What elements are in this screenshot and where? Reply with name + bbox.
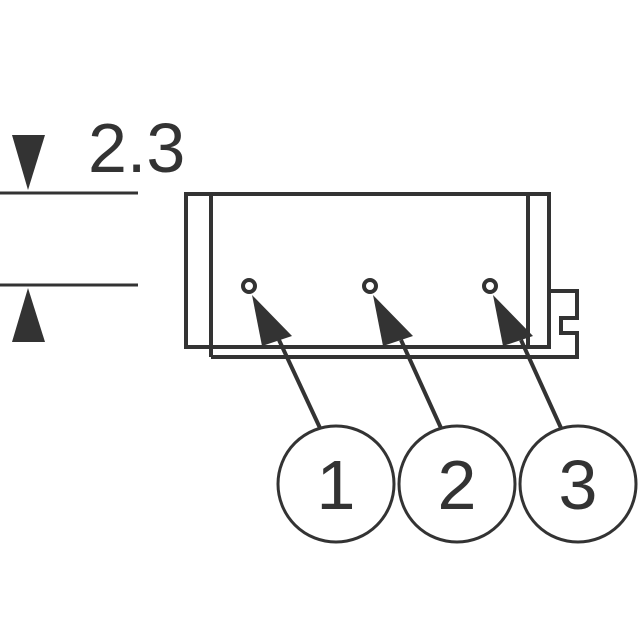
pin-arrow-3-icon	[493, 295, 533, 346]
leader-line-2	[399, 339, 443, 429]
pin-label-1: 1	[317, 446, 356, 524]
callout-circle-3	[518, 424, 638, 544]
leader-line-3	[519, 339, 563, 429]
pin-hole-3	[482, 278, 498, 294]
pin-label-3: 3	[559, 446, 598, 524]
pin-arrow-1-icon	[252, 295, 292, 346]
dimension-arrow-down-icon	[12, 135, 45, 190]
pin-hole-1	[241, 278, 257, 294]
dimension-arrow-up-icon	[12, 288, 45, 342]
body-base-with-tab	[211, 289, 579, 359]
pin-label-2: 2	[438, 446, 477, 524]
component-body	[184, 192, 551, 349]
dimension-label: 2.3	[88, 109, 185, 187]
pin-hole-2	[362, 278, 378, 294]
pin-arrow-2-icon	[373, 295, 413, 346]
callout-circle-2	[397, 424, 517, 544]
callout-circle-1	[276, 424, 396, 544]
leader-line-1	[277, 339, 322, 429]
